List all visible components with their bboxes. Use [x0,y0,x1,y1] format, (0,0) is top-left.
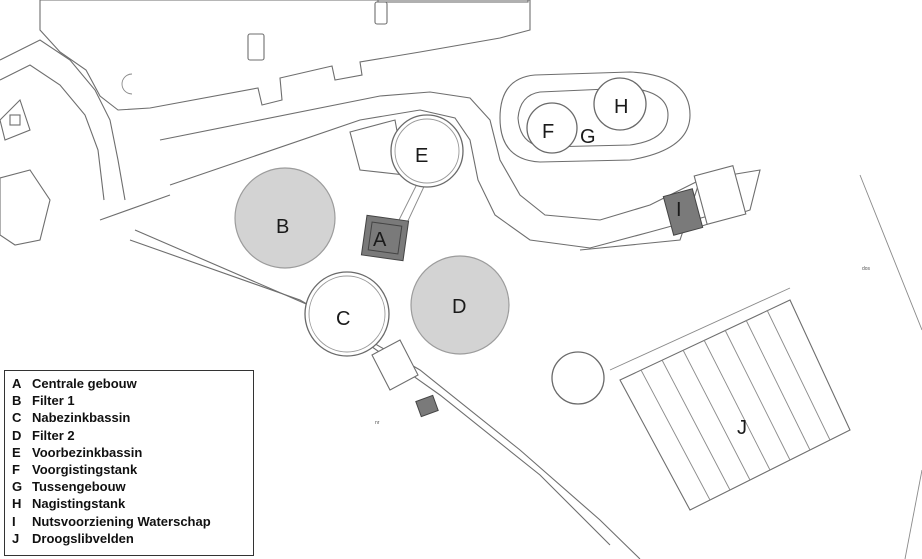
tank-voorbezinkbassin [390,114,464,188]
tank-nabezinkbassin [304,271,390,357]
label-d: D [452,296,466,318]
label-b: B [276,216,289,238]
building-nutsvoorziening [662,188,704,236]
roads [0,39,761,559]
tank-nagistingstank [593,77,647,131]
small-dark-building [415,394,439,418]
upper-buildings [39,0,531,111]
area-mark: dos [862,266,871,272]
label-a: A [373,229,387,251]
right-boundary [859,174,922,559]
house [0,98,51,246]
label-e: E [415,145,428,167]
digester-loop [499,71,691,163]
building-centrale-gebouw [360,214,410,262]
drying-beds [609,287,851,511]
label-i: I [676,199,682,221]
tank-filter-2 [410,255,510,355]
round-structure [551,351,605,405]
road-mark: nr [375,420,380,426]
label-j: J [737,417,747,439]
label-h: H [614,96,628,118]
label-c: C [336,308,350,330]
label-g: G [580,126,596,148]
label-f: F [542,121,554,143]
tank-voorgistingstank [526,102,578,154]
tank-filter-1 [234,167,336,269]
inner-buildings [349,119,747,391]
